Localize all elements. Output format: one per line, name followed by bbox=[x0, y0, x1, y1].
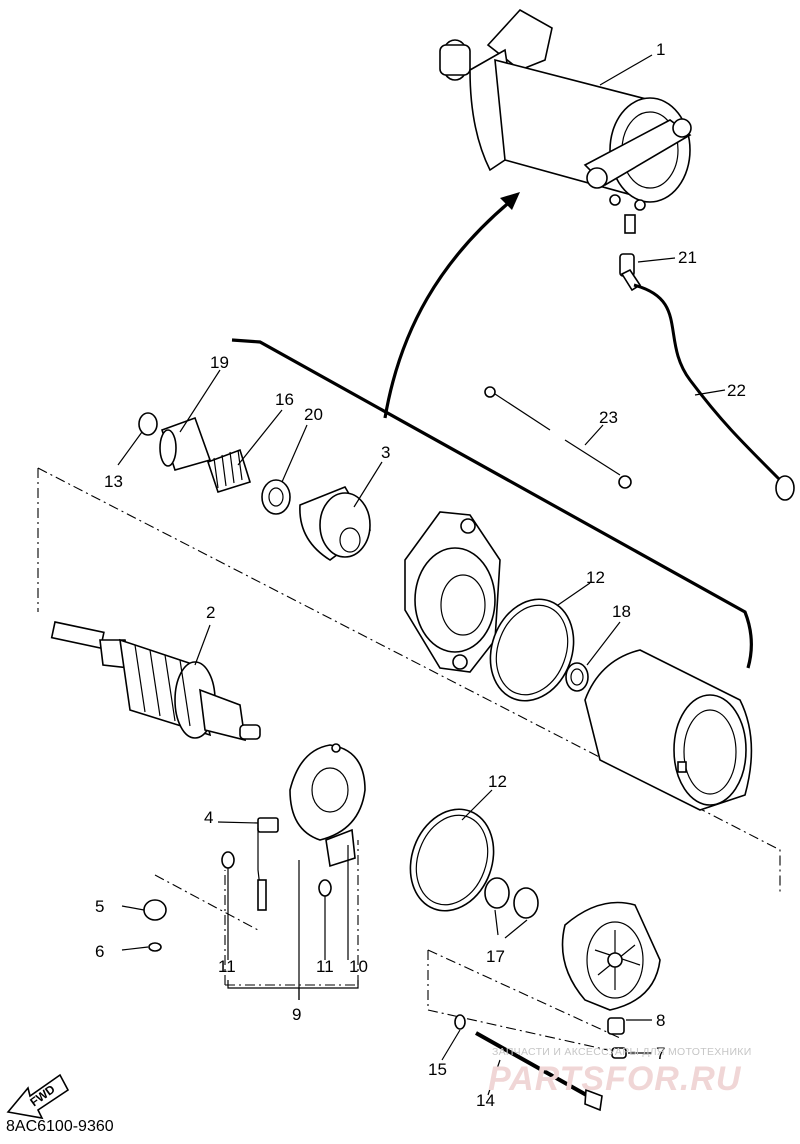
callout-17: 17 bbox=[486, 947, 505, 966]
group-bracket-9 bbox=[227, 980, 359, 1000]
part-o-ring-15 bbox=[454, 1014, 466, 1030]
part-cap-5 bbox=[143, 899, 167, 921]
dashed-frame-brush bbox=[154, 840, 359, 986]
callout-13: 13 bbox=[104, 472, 123, 491]
part-nut-11a bbox=[221, 851, 235, 869]
callout-5: 5 bbox=[95, 897, 104, 916]
callout-3: 3 bbox=[381, 443, 390, 462]
part-lead-wires bbox=[484, 386, 632, 489]
part-nut-11b bbox=[318, 879, 332, 897]
part-starter-motor bbox=[439, 8, 692, 234]
callout-11b: 11 bbox=[316, 957, 334, 976]
callout-11a: 11 bbox=[218, 957, 236, 976]
callout-8: 8 bbox=[656, 1011, 665, 1030]
part-nut-8 bbox=[607, 1017, 625, 1035]
callout-21: 21 bbox=[678, 248, 697, 267]
group-bracket-line bbox=[231, 338, 753, 669]
assembly-arrow-shaft bbox=[383, 198, 514, 419]
part-washer-17b bbox=[513, 887, 539, 919]
callout-20: 20 bbox=[304, 405, 323, 424]
part-washer-20 bbox=[261, 479, 291, 515]
callout-4: 4 bbox=[204, 808, 213, 827]
callout-1: 1 bbox=[656, 40, 665, 59]
fwd-arrow-icon: FWD bbox=[6, 1073, 70, 1120]
part-washer-17a bbox=[484, 877, 510, 909]
part-washer-18 bbox=[565, 662, 589, 692]
callout-16: 16 bbox=[275, 390, 294, 409]
part-circlip-13 bbox=[138, 412, 158, 436]
callout-2: 2 bbox=[206, 603, 215, 622]
dashed-frame-main bbox=[37, 467, 781, 893]
part-armature bbox=[50, 621, 261, 742]
part-front-cover bbox=[404, 511, 501, 673]
part-through-bolt-14 bbox=[475, 1031, 603, 1112]
cable-boot bbox=[775, 475, 795, 501]
callout-9: 9 bbox=[292, 1005, 301, 1024]
watermark-tagline: ЗАПЧАСТИ И АКСЕССУАРЫ ДЛЯ МОТОТЕХНИКИ bbox=[492, 1046, 752, 1058]
callout-6: 6 bbox=[95, 942, 104, 961]
part-brush-plate bbox=[257, 743, 366, 868]
part-starter-cable bbox=[633, 283, 782, 482]
diagram-code: 8AC6100-9360 bbox=[6, 1118, 114, 1135]
part-o-ring-12a bbox=[489, 598, 575, 702]
callout-23: 23 bbox=[599, 408, 618, 427]
callout-12b: 12 bbox=[488, 772, 507, 791]
callout-12a: 12 bbox=[586, 568, 605, 587]
leader-lines bbox=[117, 54, 726, 1096]
part-rear-cover bbox=[561, 901, 661, 1011]
part-washer-7 bbox=[611, 1047, 627, 1059]
part-collar-19 bbox=[159, 416, 212, 471]
callout-19: 19 bbox=[210, 353, 229, 372]
part-bolt-brush bbox=[257, 879, 267, 911]
part-washer-6 bbox=[148, 942, 162, 952]
callout-22: 22 bbox=[727, 381, 746, 400]
callout-15: 15 bbox=[428, 1060, 447, 1079]
part-spring-16 bbox=[206, 448, 252, 493]
part-yoke bbox=[584, 649, 753, 811]
callout-18: 18 bbox=[612, 602, 631, 621]
watermark-logo: PARTSFOR.RU bbox=[488, 1060, 742, 1098]
callout-7: 7 bbox=[656, 1044, 665, 1063]
part-clutch-3 bbox=[299, 486, 372, 561]
dashed-frame-rear bbox=[427, 949, 621, 1051]
callout-10: 10 bbox=[349, 957, 368, 976]
assembly-arrow-head bbox=[500, 192, 520, 210]
callout-14: 14 bbox=[476, 1091, 495, 1110]
part-o-ring-12b bbox=[409, 808, 495, 912]
